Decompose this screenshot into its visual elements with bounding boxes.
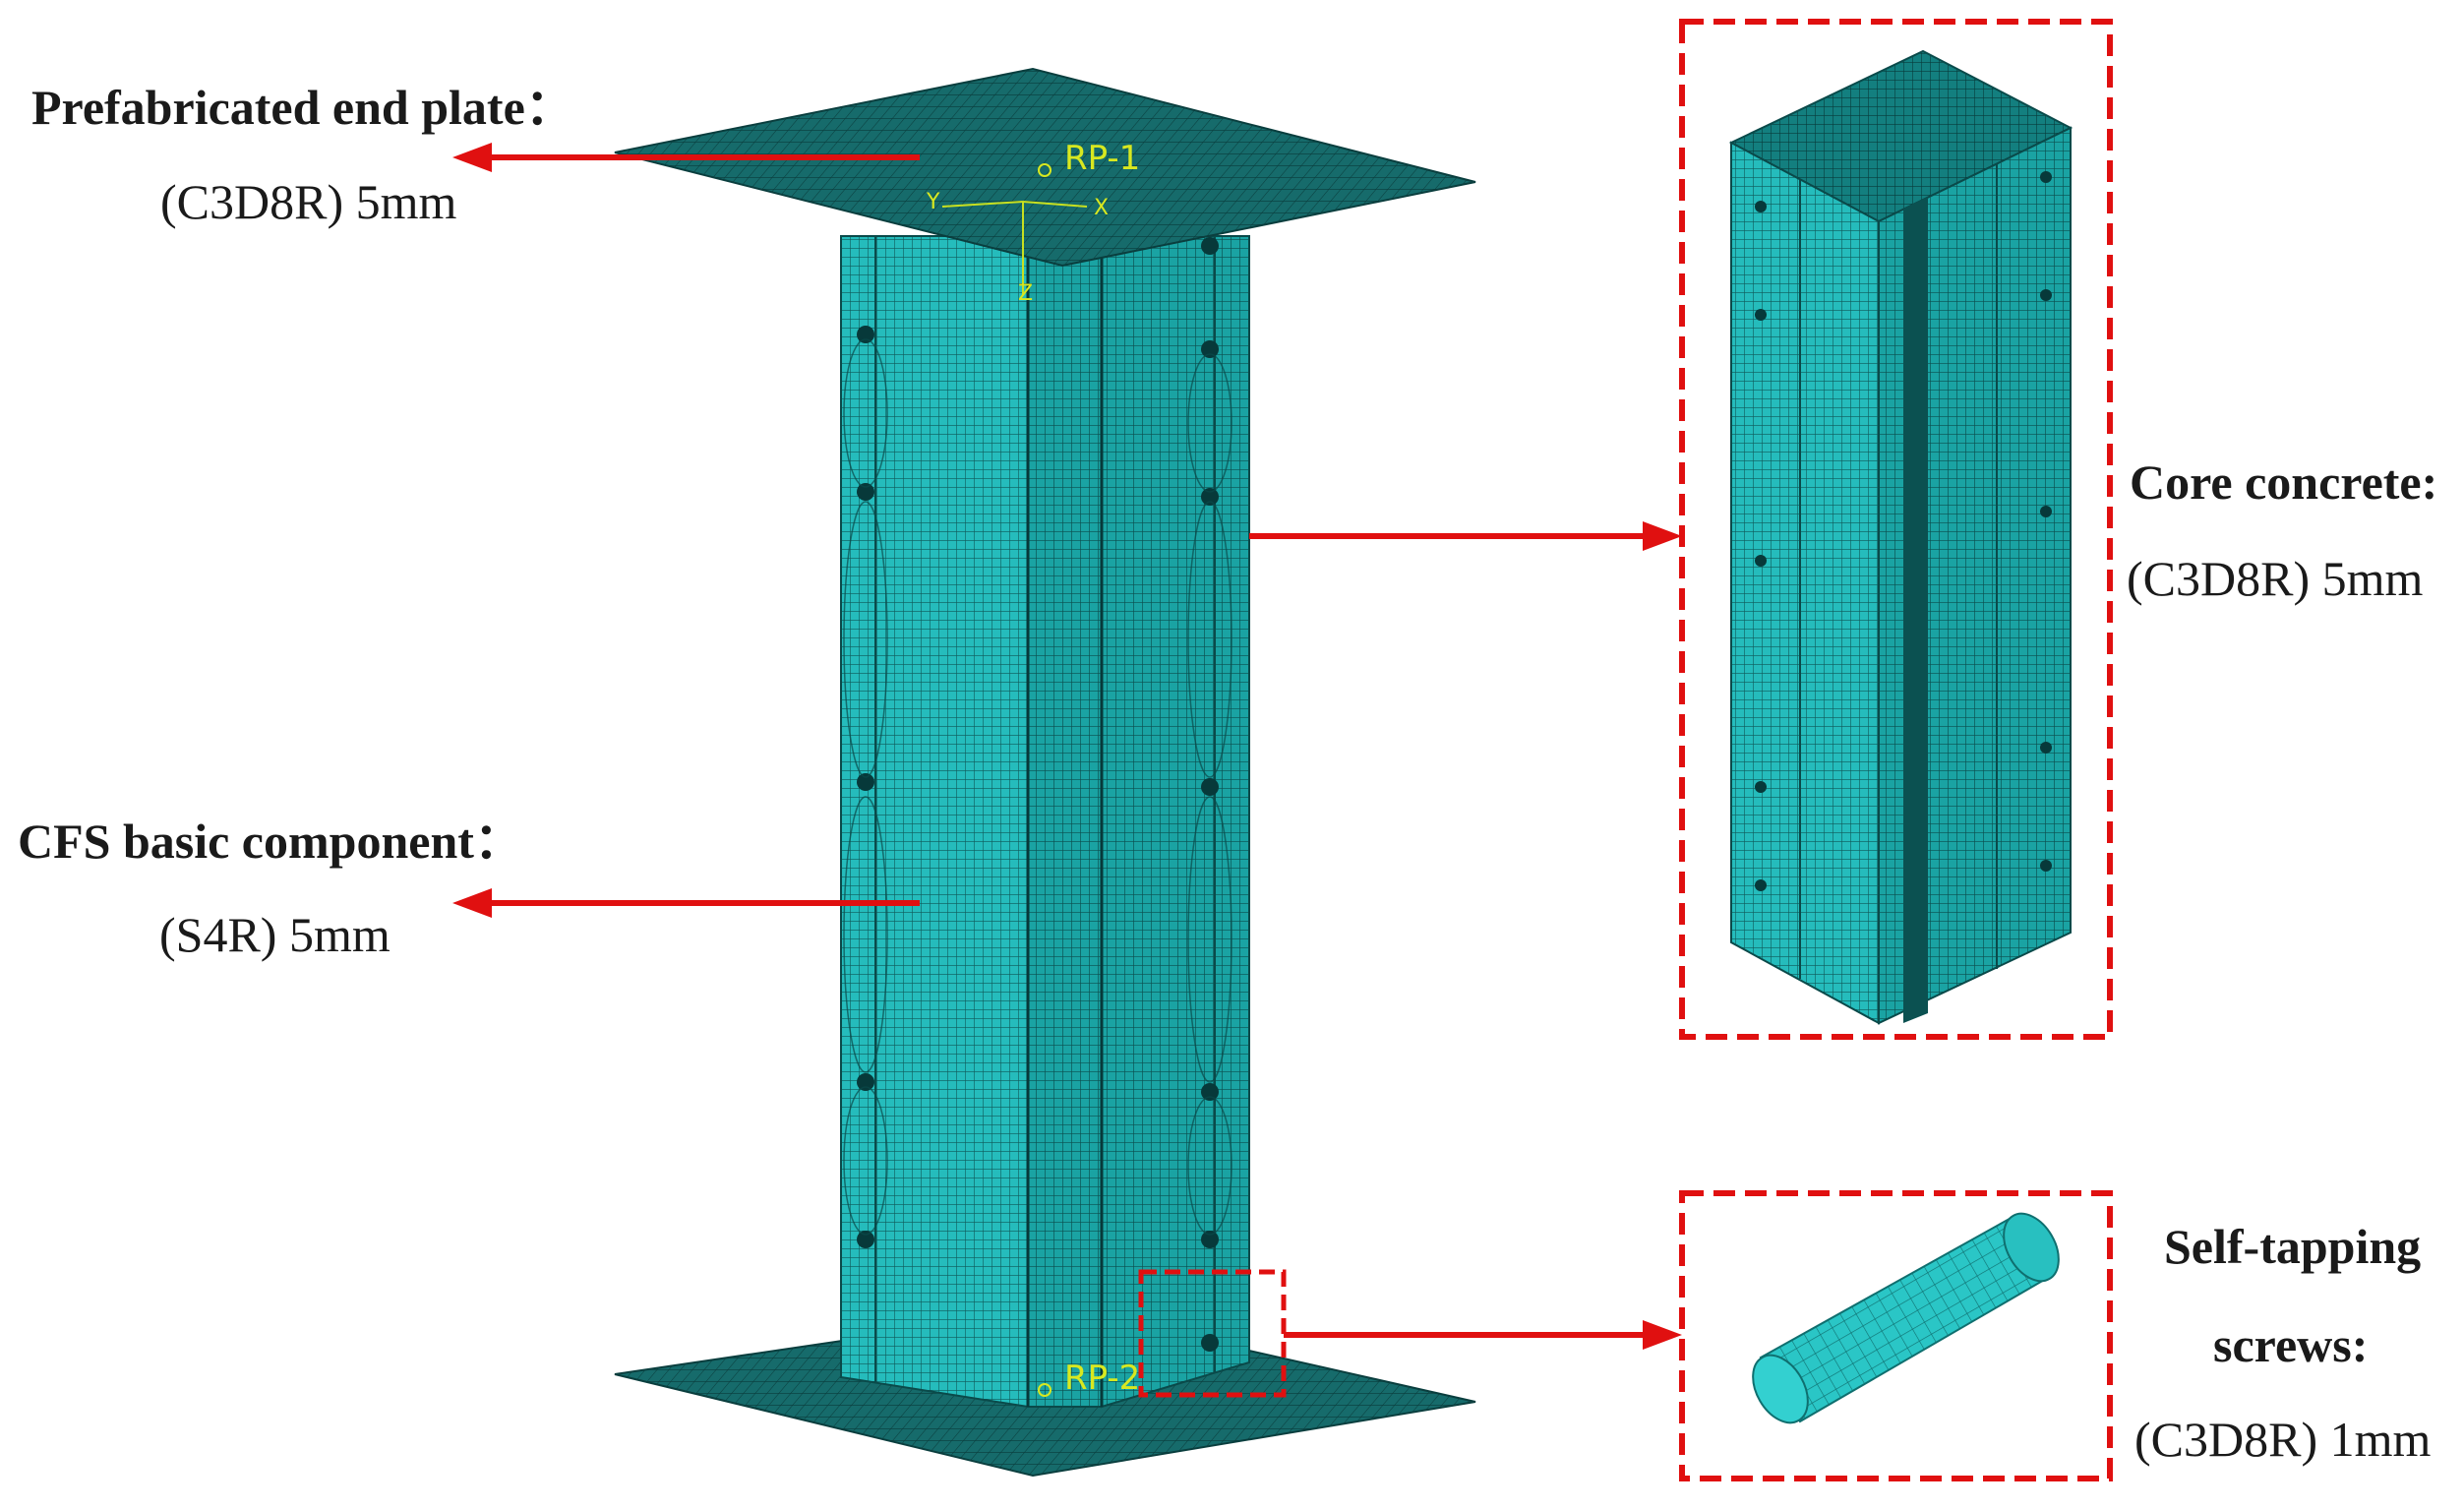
screw-title-line2: screws: [2213,1317,2369,1372]
screw-detail-box-large [1679,1190,2113,1481]
core-concrete-title: Core concrete: [2130,454,2438,510]
top-end-plate [614,67,1476,268]
rp1-marker [1038,163,1052,177]
screw-title-line1: Self-tapping [2164,1219,2422,1274]
column-mid-face [1027,235,1103,1408]
column-left-face [840,235,1029,1409]
core-left-face [1730,141,1880,1025]
cfs-title: CFS basic component： [18,814,523,869]
axis-x-label: X [1094,196,1109,220]
callout-arrows [477,154,1657,1338]
core-concrete-spec: (C3D8R) 5mm [2127,551,2424,606]
coordinate-triad [941,201,1088,295]
screw-holes-right [1201,237,1219,1352]
cfs-column [840,235,1250,1409]
cfs-spec: (S4R) 5mm [159,907,391,962]
end-plate-title: Prefabricated end plate： [31,80,574,135]
axis-z-label: Z [1018,281,1033,306]
axis-y-label: Y [926,190,940,214]
rp2-label: RP-2 [1064,1359,1140,1398]
rp2-marker [1038,1383,1052,1397]
column-right-face [1101,235,1250,1409]
arrow-heads [452,143,1682,1350]
screw-model [1752,1212,2060,1424]
core-concrete-box [1679,19,2113,1040]
end-plate-spec: (C3D8R) 5mm [160,174,457,229]
screw-holes-left [857,326,874,1248]
rp1-label: RP-1 [1064,139,1140,178]
screw-spec: (C3D8R) 1mm [2134,1412,2432,1467]
core-concrete-model [1728,49,2073,1025]
core-groove [1903,197,1928,1023]
